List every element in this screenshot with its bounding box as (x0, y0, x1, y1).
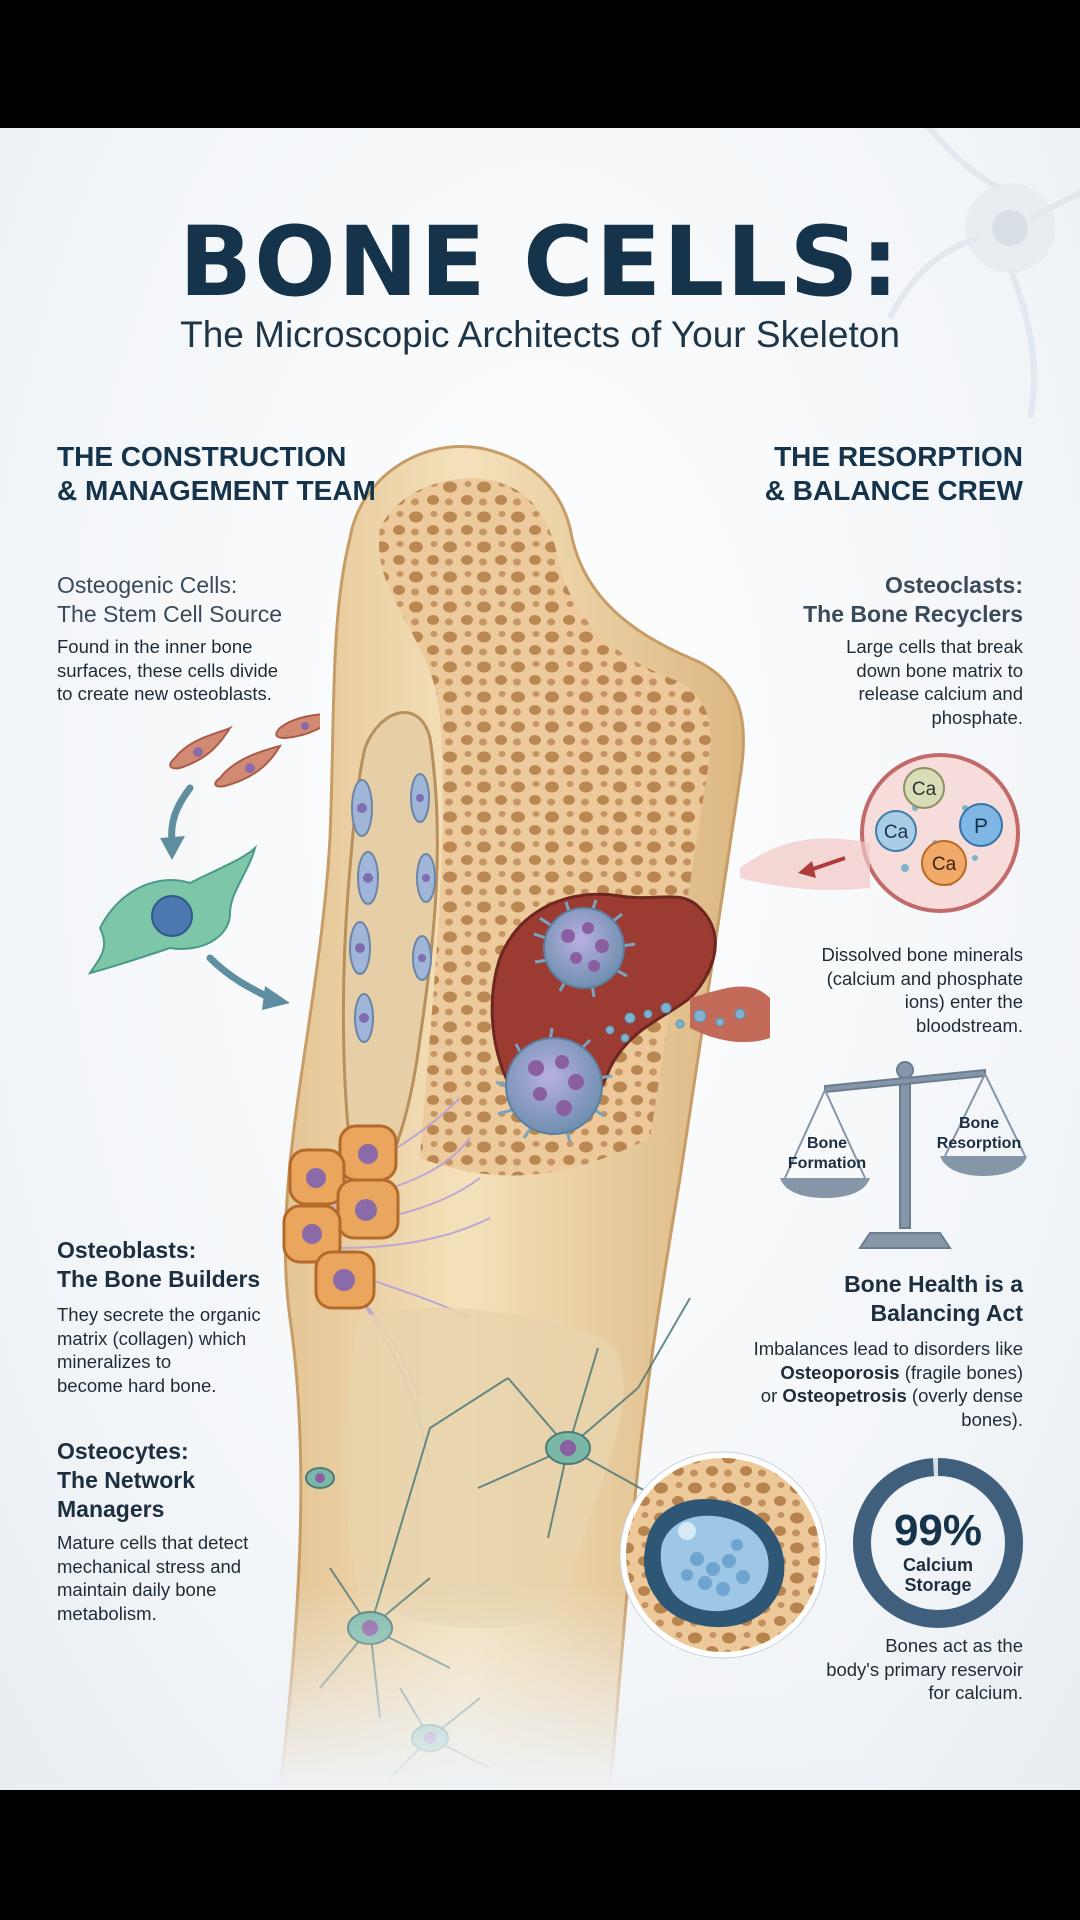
balance-heading: Bone Health is a Balancing Act (844, 1271, 1023, 1326)
ion-label: Ca (932, 854, 957, 875)
calcium-caption: Bones act as the body's primary reservoi… (826, 1635, 1023, 1703)
osteoblast-cluster (282, 1124, 400, 1310)
osteoporosis-desc: (fragile bones) (899, 1361, 1023, 1383)
scale-label-resorption-line2: Resorption (937, 1135, 1021, 1152)
top-black-bar (0, 0, 1080, 128)
osteocytes-body: Mature cells that detect mechanical stre… (57, 1532, 249, 1624)
balance-line-4: bones). (961, 1408, 1023, 1430)
calcium-label-line1: Calcium (903, 1555, 973, 1575)
mineral-ions-bubble: Ca Ca P Ca (860, 753, 1020, 913)
osteoblasts-heading: Osteoblasts: The Bone Builders (57, 1237, 261, 1292)
page-subtitle: The Microscopic Architects of Your Skele… (180, 314, 900, 355)
background-cell-decoration (887, 128, 1080, 419)
or-word: or (760, 1385, 783, 1406)
osteopetrosis-desc: (overly dense (906, 1385, 1023, 1406)
osteopetrosis-term: Osteopetrosis (782, 1385, 907, 1406)
calcium-percent: 99% (894, 1506, 982, 1555)
ion-label: Ca (912, 779, 937, 800)
ion-ca: Ca (903, 767, 945, 809)
calcium-label-line2: Storage (904, 1575, 971, 1595)
scale-label-resorption-line1: Bone (959, 1115, 999, 1132)
minerals-caption: Dissolved bone minerals (calcium and pho… (821, 944, 1023, 1036)
balance-line-3: or Osteopetrosis (overly dense (754, 1384, 1023, 1408)
ion-label: P (974, 815, 988, 838)
marrow-closeup-circle (619, 1451, 827, 1659)
osteogenic-body: Found in the inner bone surfaces, these … (57, 636, 279, 704)
scale-label-formation-line1: Bone (807, 1135, 847, 1152)
ion-ca: Ca (921, 840, 967, 886)
osteocytes-heading: Osteocytes: The Network Managers (57, 1438, 196, 1522)
page-title: BONE CELLS: (178, 206, 902, 318)
ion-release-arrow (740, 838, 870, 890)
construction-team-title: THE CONSTRUCTION & MANAGEMENT TEAM (57, 441, 376, 506)
ion-p: P (959, 803, 1003, 847)
balance-body: Imbalances lead to disorders like Osteop… (754, 1337, 1023, 1431)
balance-scale-icon: Bone Formation Bone Resorption (780, 1061, 1027, 1249)
osteogenic-heading: Osteogenic Cells: The Stem Cell Source (57, 572, 282, 627)
balance-line-1: Imbalances lead to disorders like (753, 1338, 1023, 1359)
calcium-progress-ring (853, 1458, 1023, 1628)
calcium-storage-donut: 99% Calcium Storage (853, 1458, 1023, 1628)
resorption-crew-title: THE RESORPTION & BALANCE CREW (764, 441, 1023, 506)
bottom-black-bar (0, 1790, 1080, 1920)
ion-ca: Ca (875, 810, 917, 852)
ion-label: Ca (884, 822, 909, 843)
osteoporosis-term: Osteoporosis (780, 1361, 900, 1383)
osteoclasts-heading: Osteoclasts: The Bone Recyclers (803, 572, 1023, 627)
balance-line-2: Osteoporosis (fragile bones) (754, 1361, 1023, 1385)
osteogenic-cells-illustration (87, 713, 320, 1010)
osteoblasts-body: They secrete the organic matrix (collage… (57, 1304, 261, 1396)
osteoclasts-body: Large cells that break down bone matrix … (846, 636, 1023, 728)
scale-label-formation-line2: Formation (788, 1155, 866, 1172)
infographic-panel: BONE CELLS: The Microscopic Architects o… (0, 128, 1080, 1790)
